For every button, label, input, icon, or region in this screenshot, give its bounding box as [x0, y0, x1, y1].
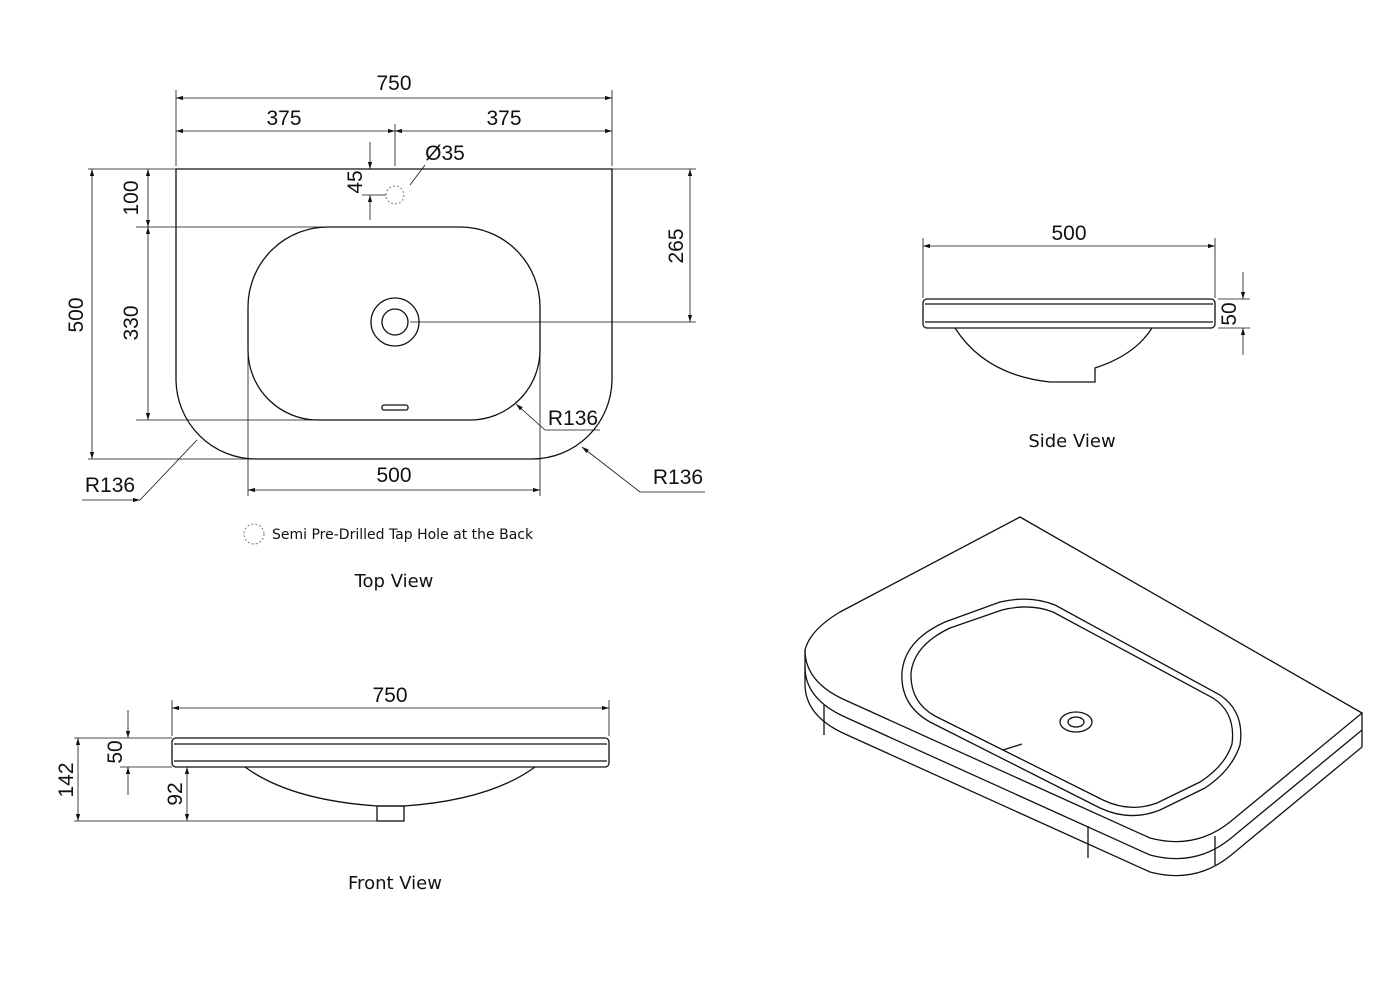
front-bowl — [244, 766, 536, 807]
top-view-caption: Top View — [354, 571, 434, 592]
dim-bowl-depth: 330 — [120, 305, 143, 340]
radius-left: R136 — [85, 474, 135, 497]
dim-half-left: 375 — [266, 107, 301, 130]
legend-tap-hole-icon — [243, 523, 265, 545]
side-depth: 500 — [1051, 222, 1086, 245]
side-bowl — [954, 327, 1153, 383]
iso-bowl — [901, 598, 1242, 817]
dim-tap-offset: 45 — [344, 170, 367, 193]
radius-bowl: R136 — [548, 407, 598, 430]
front-view: 750 50 142 92 Front View — [55, 684, 610, 894]
dim-tap-diameter: Ø35 — [425, 142, 465, 165]
front-total-height: 142 — [55, 762, 78, 797]
tap-hole-icon — [385, 185, 405, 205]
side-view-caption: Side View — [1028, 431, 1115, 452]
drain-inner — [381, 308, 409, 336]
radius-right: R136 — [653, 466, 703, 489]
front-bowl-height: 92 — [164, 782, 187, 805]
bowl-outline — [247, 226, 541, 421]
iso-overflow — [1002, 743, 1023, 751]
legend-text: Semi Pre-Drilled Tap Hole at the Back — [272, 527, 534, 543]
overflow-slot — [381, 404, 409, 411]
dim-back-to-bowl: 100 — [120, 180, 143, 215]
isometric-view — [804, 516, 1364, 877]
front-thickness: 50 — [104, 740, 127, 763]
top-view: 750 375 375 Ø35 45 100 330 500 265 500 R… — [65, 72, 705, 592]
side-thickness: 50 — [1218, 302, 1241, 325]
dim-overall-width: 750 — [376, 72, 411, 95]
front-view-caption: Front View — [348, 873, 442, 894]
front-slab — [171, 737, 610, 768]
front-width: 750 — [372, 684, 407, 707]
iso-top-surface — [804, 516, 1364, 843]
dim-bowl-width: 500 — [376, 464, 411, 487]
iso-drain — [1059, 711, 1093, 733]
dim-back-to-drain: 265 — [665, 228, 688, 263]
dim-half-right: 375 — [486, 107, 521, 130]
side-slab — [922, 298, 1216, 329]
dim-overall-depth: 500 — [65, 297, 88, 332]
basin-outline — [175, 168, 613, 460]
drain-spigot — [376, 805, 405, 822]
side-view: 500 50 Side View — [922, 222, 1250, 452]
